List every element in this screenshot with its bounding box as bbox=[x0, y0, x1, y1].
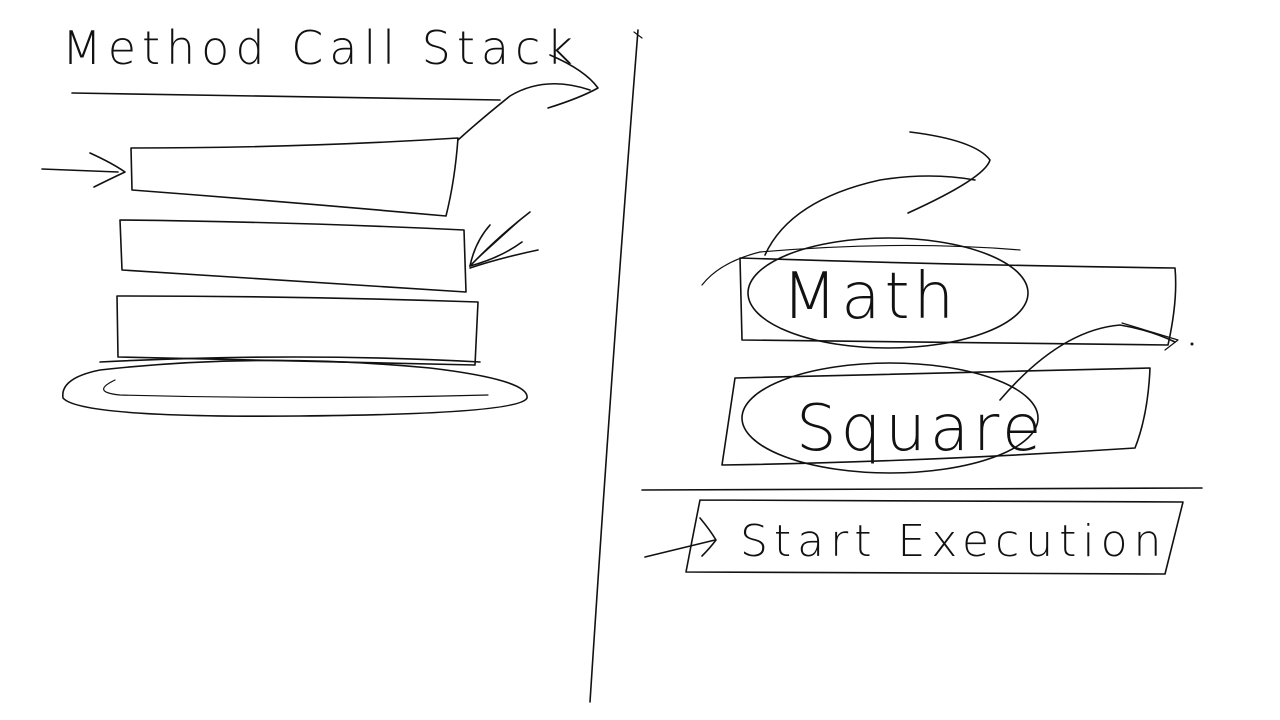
stack-frame-math: Math bbox=[701, 237, 1177, 349]
math-label: Math bbox=[782, 260, 958, 334]
bottom-frame-circle bbox=[62, 359, 528, 417]
stack-baseline bbox=[641, 487, 1203, 491]
panel-divider-tick bbox=[633, 31, 643, 39]
entry-arrow-icon bbox=[644, 517, 717, 558]
left-panel: Method Call Stack bbox=[41, 21, 599, 417]
math-pop-arrow-icon bbox=[764, 131, 991, 256]
title-underline bbox=[71, 92, 501, 101]
stack-base-line bbox=[99, 356, 481, 363]
square-circle bbox=[741, 362, 1039, 474]
stack-frame-square: Square bbox=[721, 362, 1151, 474]
push-arrow-icon bbox=[469, 211, 539, 269]
right-panel: Math Square Start Execution bbox=[641, 131, 1203, 575]
stack-frame-top bbox=[130, 137, 459, 217]
return-arrow-icon bbox=[999, 322, 1194, 401]
square-frame-box bbox=[721, 367, 1151, 466]
start-frame-box bbox=[685, 499, 1184, 575]
pointer-arrow-icon bbox=[41, 152, 126, 188]
page-title: Method Call Stack bbox=[62, 21, 579, 75]
stack-frame-second bbox=[119, 219, 467, 293]
math-circle bbox=[747, 237, 1029, 349]
start-execution-label: Start Execution bbox=[740, 516, 1167, 567]
stack-frame-third bbox=[116, 295, 479, 366]
bottom-frame-inner-stroke bbox=[103, 379, 489, 399]
math-frame-box bbox=[739, 257, 1177, 346]
pop-arrow-icon bbox=[457, 54, 599, 141]
stack-frame-start: Start Execution bbox=[685, 499, 1184, 575]
square-label: Square bbox=[796, 392, 1045, 466]
panel-divider bbox=[589, 29, 639, 703]
